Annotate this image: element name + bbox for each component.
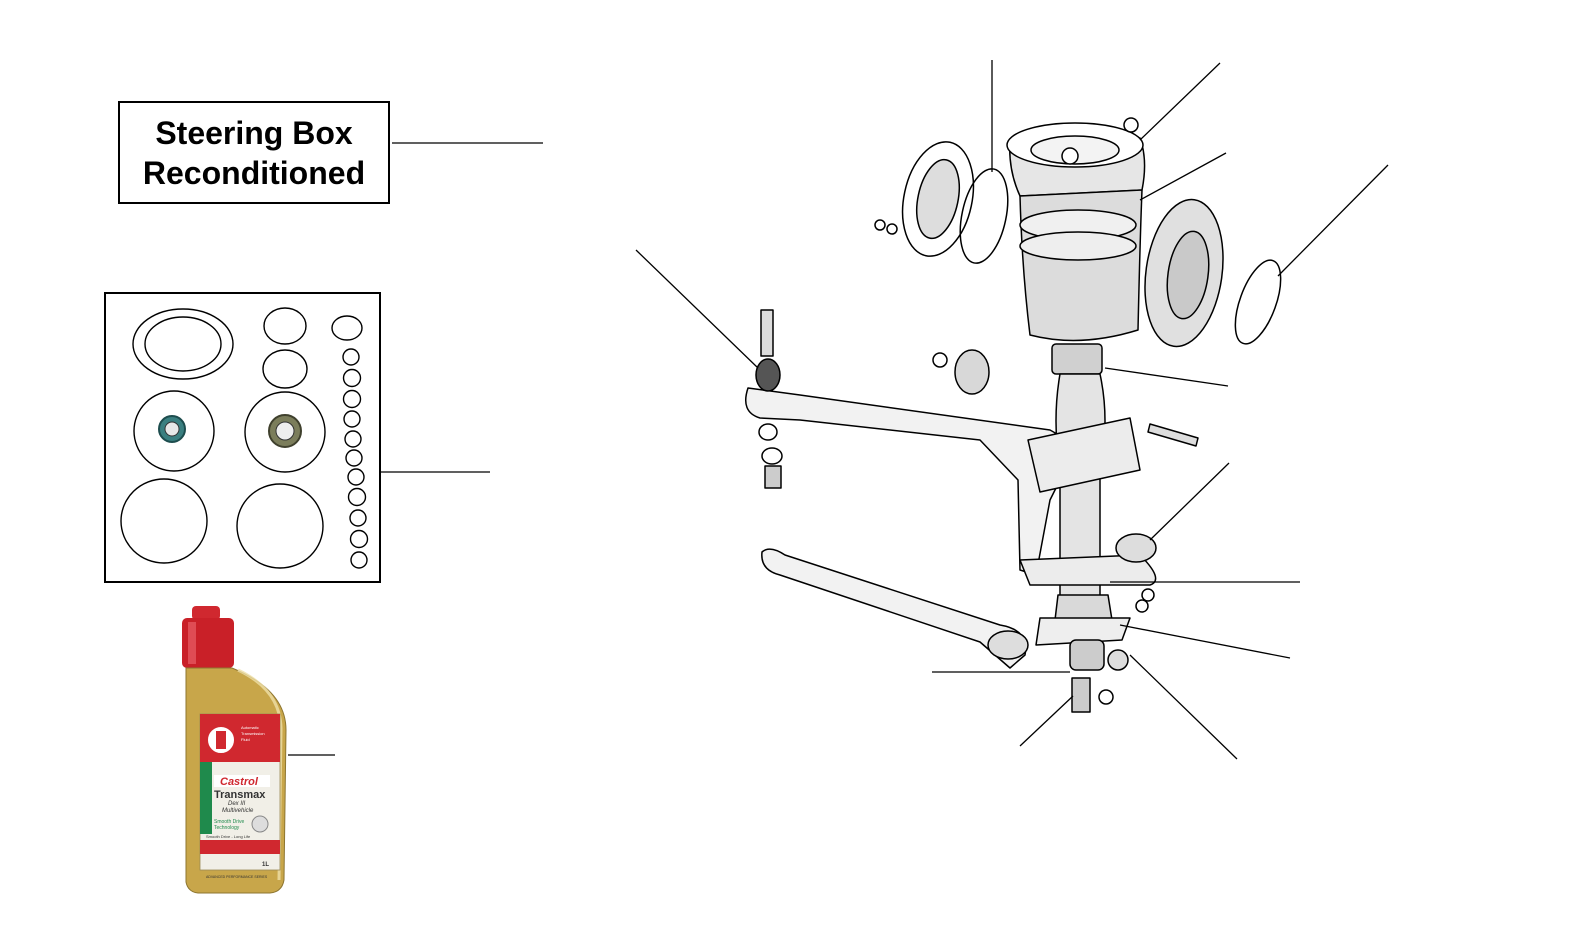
small-o-ring	[342, 368, 362, 388]
bottle-cap-highlight	[188, 622, 196, 664]
o-ring	[262, 349, 308, 389]
bottle-feature-2: Technology	[214, 825, 240, 831]
bottle-subtitle-2: Multivehicle	[222, 808, 254, 814]
o-ring	[331, 315, 363, 341]
transmission-fluid-bottle: Automatic Transmission Fluid Castrol Tra…	[182, 606, 335, 894]
side-cover-nut	[874, 219, 886, 231]
cover-bolt	[1123, 117, 1139, 133]
bracket-nut	[1141, 588, 1155, 602]
small-o-ring	[349, 509, 367, 527]
sector-shaft-collar	[1051, 343, 1103, 375]
arm-pivot-washer	[758, 423, 778, 441]
small-o-ring	[349, 529, 369, 549]
side-cover-plate-inner	[915, 158, 961, 240]
end-cover-o-ring	[1234, 259, 1282, 345]
clamp-bolt	[1147, 423, 1199, 447]
small-o-ring	[342, 389, 362, 409]
small-o-ring	[347, 487, 367, 507]
bottle-volume: 1L	[262, 862, 269, 868]
small-o-ring	[342, 348, 360, 366]
drop-arm	[761, 548, 1027, 669]
arm-pivot-bolt	[760, 309, 774, 357]
bottle-shine	[237, 668, 283, 881]
lower-ball-joint	[1069, 639, 1105, 671]
bottle-product: Transmax	[214, 789, 266, 801]
bracket-bearing	[1115, 533, 1157, 563]
adjuster-nut	[1061, 147, 1079, 165]
seal-kit	[104, 292, 490, 583]
leader-line	[1019, 695, 1074, 747]
shaft-seal-olive-hole	[275, 421, 295, 441]
rubber-bush-nut	[932, 352, 948, 368]
bracket-nut	[1135, 599, 1149, 613]
bottle-tag-3: Fluid	[241, 737, 250, 742]
shaft-seal-teal-hole	[164, 421, 180, 437]
bottle-tag-1: Automatic	[241, 725, 259, 730]
lower-spring-seat	[1054, 594, 1113, 621]
upper-steering-arm	[745, 387, 1071, 576]
bottle-tag-2: Transmission	[241, 731, 265, 736]
bracket-nut	[1098, 689, 1114, 705]
title-line-2: Reconditioned	[142, 154, 366, 191]
seal-kit-frame	[104, 292, 381, 583]
title-box: Steering Box Reconditioned	[118, 101, 390, 204]
large-oval-seal-inner	[144, 316, 222, 372]
small-o-ring	[344, 430, 362, 448]
side-cover-gasket	[959, 168, 1009, 264]
bottle-subtitle-1: Dex III	[228, 801, 246, 807]
leader-line	[1129, 654, 1238, 760]
diagram-leader-lines	[635, 60, 1389, 760]
arm-pivot-bush	[755, 358, 781, 392]
lower-cover-plate	[1035, 617, 1131, 646]
leader-line	[1277, 164, 1389, 277]
leader-line	[1139, 152, 1227, 201]
small-o-ring	[343, 410, 361, 428]
arm-pivot-washer	[761, 447, 783, 465]
leader-line	[1149, 462, 1230, 541]
small-o-ring	[345, 449, 363, 467]
rubber-bush	[954, 349, 990, 395]
housing-collar-2	[1019, 231, 1137, 261]
leader-line	[1139, 62, 1221, 141]
shaft-seal-ring	[244, 391, 326, 473]
leader-line	[635, 249, 759, 369]
lower-bolt	[1071, 677, 1091, 713]
housing-right-flange-bore	[1166, 230, 1210, 320]
bottle-brand: Castrol	[220, 776, 259, 788]
shaft-seal-ring	[133, 390, 215, 472]
small-o-ring	[347, 468, 365, 486]
arm-pivot-nut	[764, 465, 782, 489]
bottle-label-bottom-band	[200, 840, 280, 854]
arm-mounting-plate	[1027, 417, 1141, 493]
bottle-feature-1: Smooth Drive	[214, 819, 245, 825]
o-ring	[263, 307, 307, 345]
side-cover-nut	[886, 223, 898, 235]
large-o-ring	[120, 478, 208, 564]
steering-box-exploded-view	[745, 117, 1282, 713]
leader-line	[1104, 367, 1229, 387]
bottle-series: ADVANCED PERFORMANCE SERIES	[206, 875, 268, 879]
drop-arm-eye	[987, 630, 1029, 660]
bottle-gear-icon	[251, 815, 269, 833]
title-line-1: Steering Box	[155, 114, 353, 151]
large-oval-seal-outer	[132, 308, 234, 380]
bottle-logo-glyph	[216, 731, 226, 749]
bottle-tagline: Smooth Drive - Long Life	[206, 834, 251, 839]
small-o-ring	[350, 551, 368, 569]
leader-line	[1119, 624, 1291, 659]
bottle-label-green-band	[200, 762, 212, 834]
lower-pinch-nut	[1107, 649, 1129, 671]
bottle-brand-badge	[214, 775, 270, 787]
bottle-cap-top	[192, 606, 220, 620]
large-o-ring	[236, 483, 324, 569]
